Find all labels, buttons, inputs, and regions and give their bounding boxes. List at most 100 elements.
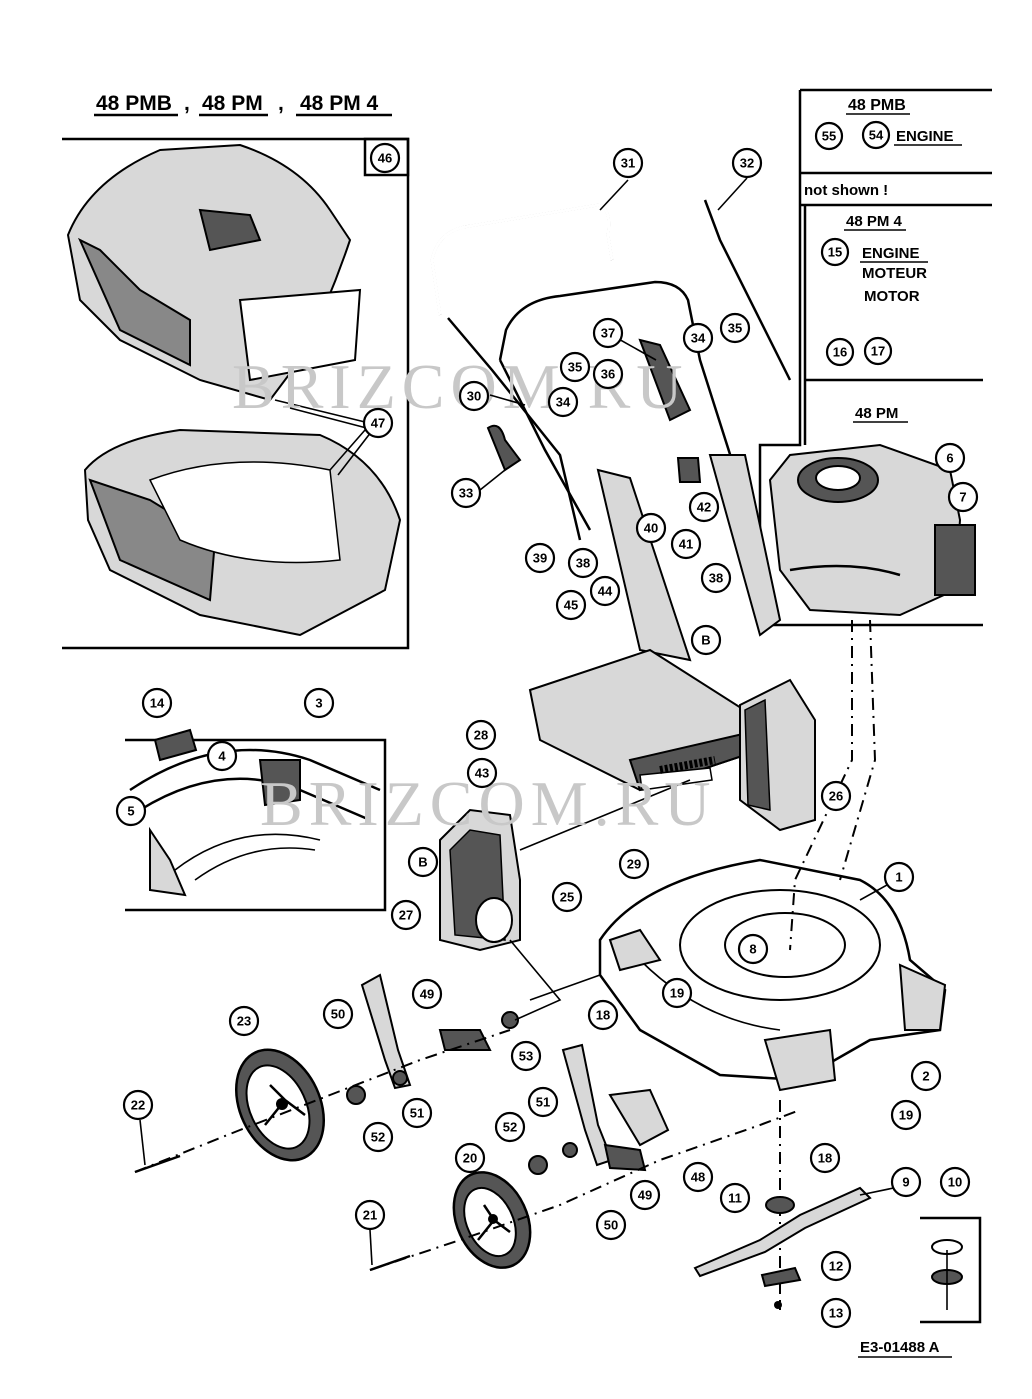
callout-15: 15 <box>820 237 850 267</box>
callout-5: 5 <box>115 795 147 827</box>
callout-48: 48 <box>682 1161 714 1193</box>
legend-panel: 48 PMB 55 54 ENGINE not shown ! 48 PM 4 … <box>758 88 992 627</box>
callout-50: 50 <box>595 1209 627 1241</box>
callout-28: 28 <box>465 719 497 751</box>
callout-26: 26 <box>820 780 852 812</box>
callout-20: 20 <box>454 1142 486 1174</box>
svg-text:16: 16 <box>833 345 847 360</box>
callout-label: 46 <box>378 151 392 166</box>
callout-label: 28 <box>474 728 488 743</box>
model-48pm: 48 PM <box>202 92 263 115</box>
callout-label: 33 <box>459 486 473 501</box>
callout-label: 38 <box>576 556 590 571</box>
callout-53: 53 <box>510 1040 542 1072</box>
callout-label: B <box>418 855 427 870</box>
assembly-lines <box>134 619 877 1310</box>
callout-B: B <box>407 846 439 878</box>
callout-label: 52 <box>503 1120 517 1135</box>
callout-44: 44 <box>589 575 621 607</box>
callout-39: 39 <box>524 542 556 574</box>
callout-label: 52 <box>371 1130 385 1145</box>
callout-label: 30 <box>467 389 481 404</box>
callout-19: 19 <box>890 1099 922 1131</box>
callout-label: 14 <box>150 696 165 711</box>
callout-22: 22 <box>122 1089 154 1121</box>
callout-label: 29 <box>627 857 641 872</box>
callout-41: 41 <box>670 528 702 560</box>
blade-assembly <box>693 1186 872 1309</box>
callout-label: 41 <box>679 537 693 552</box>
svg-text:48 PMB: 48 PMB <box>848 97 906 114</box>
svg-text:ENGINE: ENGINE <box>896 128 954 145</box>
callout-8: 8 <box>737 933 769 965</box>
callout-label: 49 <box>638 1188 652 1203</box>
callout-27: 27 <box>390 899 422 931</box>
callout-label: 42 <box>697 500 711 515</box>
callout-label: 9 <box>902 1175 909 1190</box>
callout-label: 4 <box>218 749 226 764</box>
not-shown-note: not shown ! <box>804 182 888 199</box>
callout-11: 11 <box>719 1182 751 1214</box>
svg-text:55: 55 <box>822 129 836 144</box>
engine-illustration <box>768 443 976 617</box>
grass-catcher-panel <box>62 137 410 650</box>
callout-51: 51 <box>527 1086 559 1118</box>
callout-9: 9 <box>890 1166 922 1198</box>
callout-label: 38 <box>709 571 723 586</box>
callout-label: 53 <box>519 1049 533 1064</box>
callout-2: 2 <box>910 1060 942 1092</box>
callout-34: 34 <box>547 386 579 418</box>
callout-label: 43 <box>475 766 489 781</box>
callout-label: 18 <box>818 1151 832 1166</box>
model-header: 48 PMB , 48 PM , 48 PM 4 <box>94 92 392 117</box>
callout-29: 29 <box>618 848 650 880</box>
callout-label: 51 <box>410 1106 424 1121</box>
callout-3: 3 <box>303 687 335 719</box>
callout-label: 11 <box>728 1191 742 1206</box>
callout-4: 4 <box>206 740 238 772</box>
callout-13: 13 <box>820 1297 852 1329</box>
callout-18: 18 <box>809 1142 841 1174</box>
callout-label: 39 <box>533 551 547 566</box>
callout-35: 35 <box>719 312 751 344</box>
callout-label: 6 <box>946 451 953 466</box>
callout-label: 40 <box>644 521 658 536</box>
callout-label: 19 <box>899 1108 913 1123</box>
callout-23: 23 <box>228 1005 260 1037</box>
callout-label: 20 <box>463 1151 477 1166</box>
svg-text:54: 54 <box>869 128 884 143</box>
callout-1: 1 <box>883 861 915 893</box>
callout-label: 22 <box>131 1098 145 1113</box>
mower-deck <box>598 858 947 1092</box>
callout-label: 36 <box>601 367 615 382</box>
svg-text:48 PM 4: 48 PM 4 <box>846 213 903 230</box>
callout-label: 1 <box>895 870 902 885</box>
callout-label: 51 <box>536 1095 550 1110</box>
callout-label: 7 <box>959 490 966 505</box>
callout-label: 19 <box>670 986 684 1001</box>
callout-47: 47 <box>362 407 394 439</box>
callout-35: 35 <box>559 351 591 383</box>
mulch-detail-panel <box>125 728 387 912</box>
callout-37: 37 <box>592 317 624 349</box>
callout-label: 35 <box>568 360 582 375</box>
callout-7: 7 <box>947 481 979 513</box>
callout-14: 14 <box>141 687 173 719</box>
callout-label: 26 <box>829 789 843 804</box>
callout-label: 31 <box>621 156 635 171</box>
callout-40: 40 <box>635 512 667 544</box>
callout-label: 2 <box>922 1069 929 1084</box>
callout-50: 50 <box>322 998 354 1030</box>
rear-wheel <box>234 1048 326 1162</box>
callout-label: B <box>701 633 710 648</box>
callout-label: 27 <box>399 908 413 923</box>
svg-text:,: , <box>184 92 190 115</box>
callout-34: 34 <box>682 322 714 354</box>
callout-54: 54 <box>861 120 891 150</box>
callout-label: 21 <box>363 1208 377 1223</box>
callout-16: 16 <box>825 337 855 367</box>
callout-38: 38 <box>567 547 599 579</box>
callout-51: 51 <box>401 1097 433 1129</box>
callout-52: 52 <box>494 1111 526 1143</box>
